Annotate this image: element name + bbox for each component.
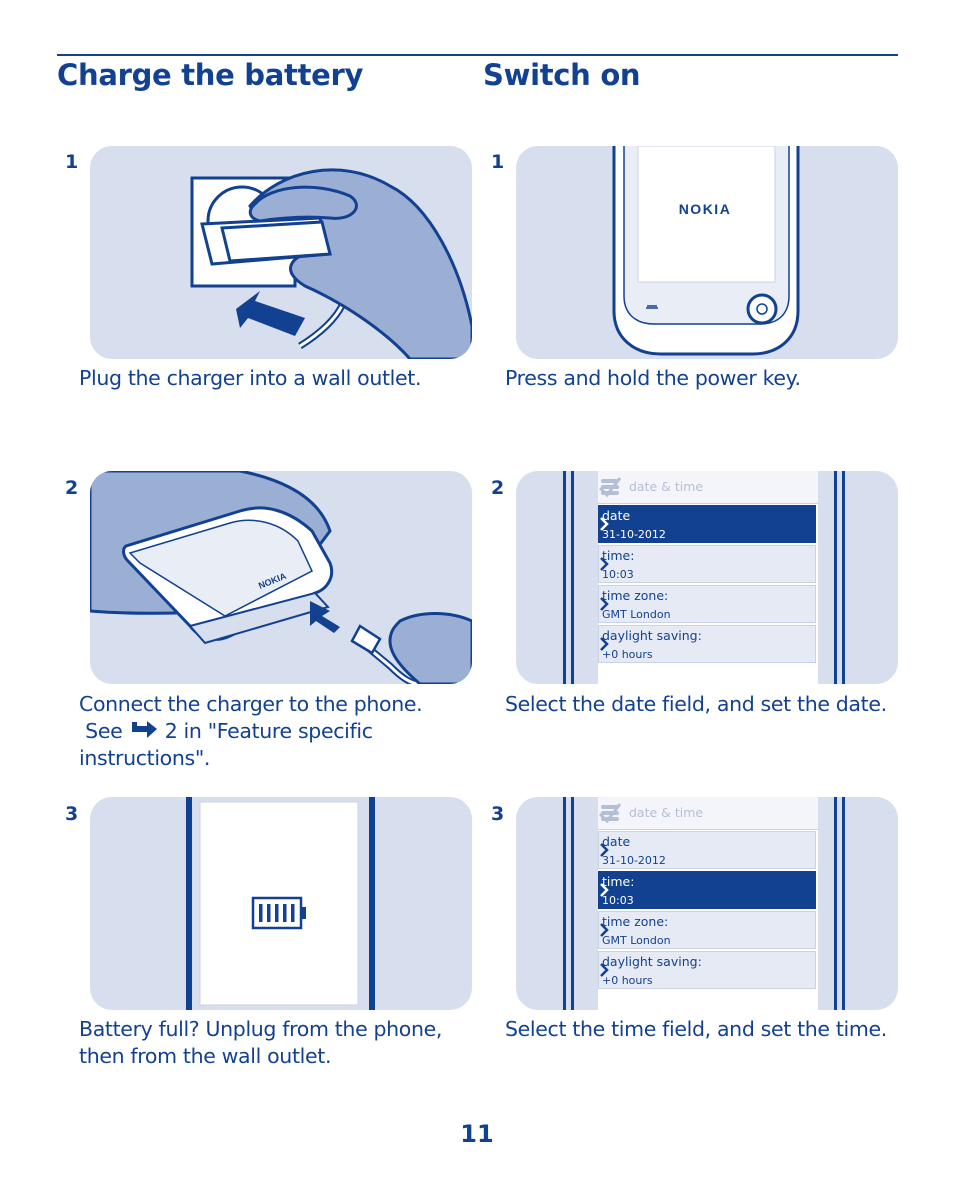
- left-step-1-number: 1: [65, 151, 79, 173]
- left-step-1-caption: Plug the charger into a wall outlet.: [79, 366, 422, 390]
- left-step-3-caption-line2: then from the wall outlet.: [79, 1044, 332, 1068]
- screen-title: date & time: [629, 479, 704, 494]
- time-label: time:: [602, 874, 635, 889]
- nokia-logo: NOKIA: [679, 201, 732, 217]
- top-rule: [57, 54, 898, 56]
- power-key-icon: [746, 293, 778, 325]
- daylight-saving-value: +0 hours: [602, 648, 653, 661]
- screen-header: date & time: [598, 797, 818, 830]
- page-number: 11: [460, 1120, 494, 1148]
- screen-edge-left: [563, 797, 574, 1010]
- time-zone-value: GMT London: [602, 608, 671, 621]
- time-zone-row[interactable]: time zone: GMT London: [598, 585, 816, 623]
- time-label: time:: [602, 548, 635, 563]
- see-prefix: See: [85, 719, 123, 743]
- heading-switch-on: Switch on: [483, 58, 641, 92]
- see-suffix: 2 in "Feature specific: [164, 719, 373, 743]
- chevron-right-icon: [600, 517, 609, 531]
- time-value: 10:03: [602, 568, 634, 581]
- arrow-insert-icon: [310, 601, 340, 633]
- left-step-2-number: 2: [65, 477, 79, 499]
- time-value: 10:03: [602, 894, 634, 907]
- battery-full-icon: [251, 896, 306, 930]
- time-zone-label: time zone:: [602, 588, 669, 603]
- right-step-2-caption: Select the date field, and set the date.: [505, 692, 887, 716]
- call-key-icon: [646, 305, 658, 309]
- date-value: 31-10-2012: [602, 528, 666, 541]
- screen-edge-right: [834, 797, 845, 1010]
- time-row[interactable]: time: 10:03: [598, 871, 816, 909]
- check-icon[interactable]: [598, 802, 622, 824]
- chevron-right-icon: [600, 923, 609, 937]
- left-step-2-caption-line3: instructions".: [79, 746, 211, 770]
- chevron-right-icon: [600, 637, 609, 651]
- screen-title: date & time: [629, 805, 704, 820]
- left-step-2-caption-line2: See 2 in "Feature specific: [79, 718, 422, 745]
- arrow-push-icon: [236, 291, 305, 336]
- time-zone-row[interactable]: time zone: GMT London: [598, 911, 816, 949]
- left-step-3-illustration: [90, 797, 472, 1010]
- daylight-saving-row[interactable]: daylight saving: +0 hours: [598, 625, 816, 663]
- time-row[interactable]: time: 10:03: [598, 545, 816, 583]
- heading-charge-battery: Charge the battery: [57, 58, 364, 92]
- left-step-2-caption-line1: Connect the charger to the phone.: [79, 692, 423, 716]
- right-step-2-number: 2: [491, 477, 505, 499]
- arrow-right-icon: [131, 721, 157, 738]
- left-step-3-caption-line1: Battery full? Unplug from the phone,: [79, 1017, 443, 1041]
- right-step-3-caption: Select the time field, and set the time.: [505, 1017, 887, 1041]
- chevron-right-icon: [600, 557, 609, 571]
- right-step-2-settings-screen: date & time date 31-10-2012 time: 10:03 …: [516, 471, 898, 684]
- date-row[interactable]: date 31-10-2012: [598, 505, 816, 543]
- date-row[interactable]: date 31-10-2012: [598, 831, 816, 869]
- date-label: date: [602, 834, 631, 849]
- screen-edge-left: [563, 471, 574, 684]
- left-step-2-caption: Connect the charger to the phone. See 2 …: [79, 691, 423, 772]
- right-step-1-illustration: NOKIA: [516, 146, 898, 359]
- right-step-1-caption: Press and hold the power key.: [505, 366, 801, 390]
- daylight-saving-row[interactable]: daylight saving: +0 hours: [598, 951, 816, 989]
- time-zone-value: GMT London: [602, 934, 671, 947]
- left-step-1-illustration: [90, 146, 472, 359]
- daylight-saving-value: +0 hours: [602, 974, 653, 987]
- left-step-3-caption: Battery full? Unplug from the phone, the…: [79, 1016, 442, 1070]
- chevron-right-icon: [600, 963, 609, 977]
- right-step-3-number: 3: [491, 803, 505, 825]
- chevron-right-icon: [600, 843, 609, 857]
- screen-edge-right: [834, 471, 845, 684]
- plug-charger-illustration: [190, 168, 472, 359]
- screen-header: date & time: [598, 471, 818, 504]
- left-step-2-illustration: NOKIA: [90, 471, 472, 684]
- battery-screen-illustration: [186, 797, 375, 1010]
- right-step-1-number: 1: [491, 151, 505, 173]
- daylight-saving-label: daylight saving:: [602, 628, 702, 643]
- daylight-saving-label: daylight saving:: [602, 954, 702, 969]
- date-value: 31-10-2012: [602, 854, 666, 867]
- phone-front-illustration: NOKIA: [612, 146, 800, 356]
- chevron-right-icon: [600, 597, 609, 611]
- right-step-3-settings-screen: date & time date 31-10-2012 time: 10:03 …: [516, 797, 898, 1010]
- chevron-right-icon: [600, 883, 609, 897]
- check-icon[interactable]: [598, 476, 622, 498]
- left-step-3-number: 3: [65, 803, 79, 825]
- date-label: date: [602, 508, 631, 523]
- connect-charger-illustration: NOKIA: [90, 471, 472, 684]
- time-zone-label: time zone:: [602, 914, 669, 929]
